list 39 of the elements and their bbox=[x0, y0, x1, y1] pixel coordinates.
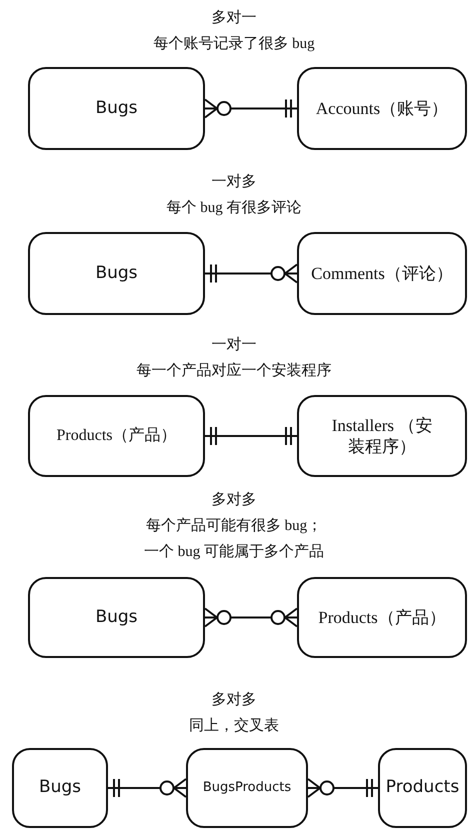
relationship-line bbox=[204, 608, 298, 628]
entity-box bbox=[297, 67, 467, 150]
relationship-line bbox=[205, 427, 297, 445]
relationship-caption: 同上，交叉表 bbox=[189, 718, 279, 734]
entity-box bbox=[297, 577, 467, 658]
relationship-caption: 多对多 bbox=[212, 692, 256, 708]
relationship-caption: 每个 bug 有很多评论 bbox=[166, 200, 302, 216]
relationship-line bbox=[108, 778, 187, 798]
entity-box bbox=[378, 748, 467, 828]
entity-name: Bugs bbox=[95, 606, 138, 628]
entity-box bbox=[28, 232, 205, 315]
entity-name: BugsProducts bbox=[202, 780, 292, 796]
entity-box bbox=[28, 577, 205, 658]
entity-name: Products（产品） bbox=[56, 426, 176, 446]
relationship-line bbox=[307, 778, 378, 798]
entity-name: Accounts（账号） bbox=[316, 98, 448, 120]
relationship-caption: 每一个产品对应一个安装程序 bbox=[136, 363, 332, 379]
relationship-caption: 多对一 bbox=[212, 10, 256, 26]
entity-name: Installers （安装程序） bbox=[330, 414, 434, 458]
relationship-caption: 一对多 bbox=[212, 174, 256, 190]
entity-name: Bugs bbox=[95, 262, 138, 284]
entity-name: Products bbox=[386, 777, 460, 799]
entity-name: Comments（评论） bbox=[311, 262, 453, 284]
entity-box bbox=[297, 395, 467, 477]
entity-box bbox=[28, 67, 205, 150]
entity-name: Products（产品） bbox=[318, 606, 446, 628]
entity-name: Bugs bbox=[38, 777, 82, 799]
entity-box bbox=[28, 395, 205, 477]
relationship-line bbox=[204, 98, 297, 118]
relationship-line bbox=[205, 264, 298, 284]
entity-box bbox=[297, 232, 467, 315]
entity-box bbox=[12, 748, 108, 828]
entity-name: Bugs bbox=[95, 98, 138, 120]
entity-box bbox=[186, 748, 308, 828]
relationship-caption: 每个产品可能有很多 bug； bbox=[146, 518, 322, 534]
relationship-caption: 多对多 bbox=[212, 492, 256, 508]
relationship-caption: 每个账号记录了很多 bug bbox=[153, 36, 315, 52]
relationship-caption: 一个 bug 可能属于多个产品 bbox=[144, 544, 324, 560]
relationship-caption: 一对一 bbox=[212, 337, 256, 353]
